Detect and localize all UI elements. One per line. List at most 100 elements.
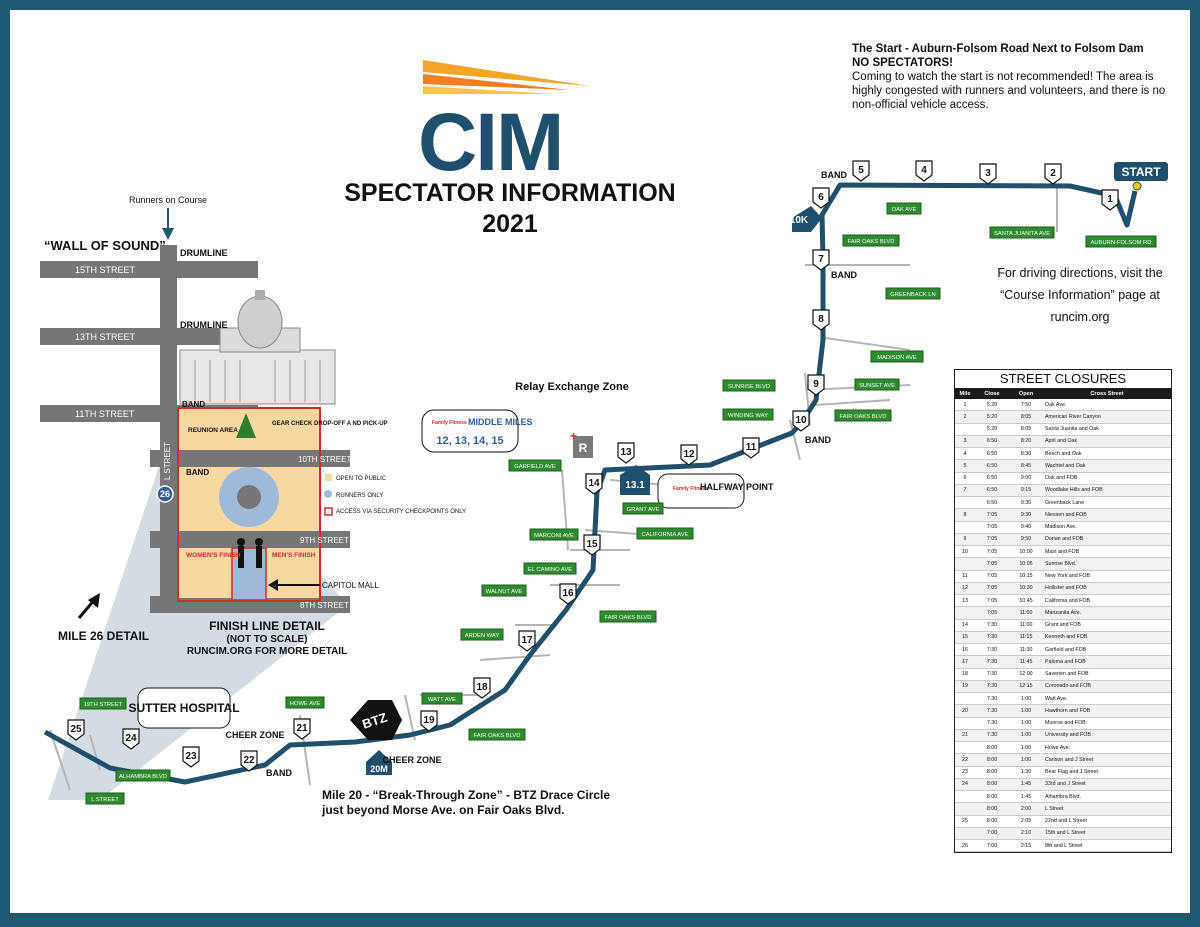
- closure-cell: 12:15: [1009, 680, 1043, 694]
- closure-cell: 1:00: [1009, 741, 1043, 755]
- band-label-4: BAND: [266, 768, 292, 778]
- sutter-label: SUTTER HOSPITAL: [128, 701, 239, 715]
- closure-cell: 10:00: [1009, 545, 1043, 559]
- street-sign-grant: GRANT AVE: [627, 507, 660, 513]
- street-sign-el-camino: EL CAMINO AVE: [528, 567, 572, 573]
- closure-cell: 11:30: [1009, 643, 1043, 657]
- street-sign-sunset: SUNSET AVE: [859, 383, 895, 389]
- street-sign: [722, 379, 776, 392]
- mile-marker-17: 17: [521, 635, 533, 646]
- street-sign: [854, 378, 900, 391]
- closure-cell: 10:15: [1009, 570, 1043, 583]
- finish-detail-subtitle: (NOT TO SCALE): [227, 634, 308, 645]
- closure-cell: 12:00: [1009, 668, 1043, 681]
- legend-runners-label: RUNNERS ONLY: [336, 493, 383, 499]
- mile-marker-badge: [812, 309, 830, 331]
- closure-cell: Grant and FOB: [1043, 619, 1171, 632]
- mile-marker-15: 15: [586, 539, 598, 550]
- street-15-label: 15TH STREET: [75, 265, 136, 275]
- mile-marker-badge: [240, 750, 258, 772]
- closure-cell: 5: [955, 459, 975, 473]
- street-sign-auburn: AUBURN-FOLSOM RD: [1091, 240, 1152, 246]
- closure-cell: Madison Ave.: [1043, 521, 1171, 534]
- mile-marker-7: 7: [818, 254, 824, 265]
- street-sign: [622, 502, 664, 515]
- street-sign-madison: MADISON AVE: [877, 355, 917, 361]
- closure-cell: 10:45: [1009, 594, 1043, 608]
- closure-cell: 11:00: [1009, 606, 1043, 620]
- mile-marker-badge: [420, 710, 438, 732]
- mile-marker-badge: [182, 746, 200, 768]
- mile-marker-9: 9: [813, 379, 819, 390]
- start-info-heading: The Start - Auburn-Folsom Road Next to F…: [852, 43, 1144, 55]
- closure-cell: 2: [955, 410, 975, 424]
- drumline-2-label: DRUMLINE: [180, 320, 228, 330]
- mile-marker-10: 10: [795, 415, 807, 426]
- mile-marker-19: 19: [423, 715, 435, 726]
- street-sign: [79, 697, 127, 710]
- start-info: The Start - Auburn-Folsom Road Next to F…: [852, 42, 1172, 112]
- mile-marker-badge: [792, 410, 810, 432]
- street-sign: [85, 792, 125, 805]
- closure-cell: [955, 790, 975, 804]
- closure-cell: 8:05: [1009, 423, 1043, 436]
- finish-detail-more: RUNCIM.ORG FOR MORE DETAIL: [187, 646, 347, 657]
- street-closures-title: STREET CLOSURES: [955, 370, 1171, 389]
- closure-cell: 7:30: [975, 631, 1009, 645]
- closure-cell: Kenneth and FOB: [1043, 631, 1171, 645]
- closure-cell: 4: [955, 447, 975, 461]
- band-label-finish-1: BAND: [182, 400, 205, 409]
- cim-logo: CIM: [418, 60, 590, 188]
- mile-marker-26-badge: [156, 485, 174, 503]
- street-sign-nineteenth: 19TH STREET: [84, 702, 123, 708]
- mile-marker-23: 23: [185, 751, 197, 762]
- closure-cell: 11: [955, 570, 975, 583]
- street-sign-fair-oaks-4: FAIR OAKS BLVD: [474, 733, 521, 739]
- closure-cell: 1:30: [1009, 766, 1043, 779]
- closure-cell: 1:45: [1009, 778, 1043, 792]
- closure-cell: Bear Flag and J Street: [1043, 766, 1171, 779]
- closure-cell: Howe Ave.: [1043, 741, 1171, 755]
- tree-icon: [236, 413, 256, 438]
- closure-cell: 6:50: [975, 484, 1009, 498]
- halfway-badge: [620, 465, 650, 495]
- closure-cell: 1:00: [1009, 692, 1043, 706]
- mile-marker-6: 6: [818, 192, 824, 203]
- twenty-label: 20M: [370, 764, 388, 774]
- legend-open-label: OPEN TO PUBLIC: [336, 476, 387, 482]
- closure-cell: Woodlake Hills and FOB: [1043, 484, 1171, 498]
- mile-marker-badge: [979, 163, 997, 185]
- street-sign-marconi: MARCONI AVE: [534, 533, 574, 539]
- mile-marker-22: 22: [243, 755, 255, 766]
- closure-cell: 6:50: [975, 447, 1009, 461]
- closure-cell: Niessen and FOB: [1043, 508, 1171, 522]
- closure-cell: 8th and L Street: [1043, 839, 1171, 853]
- closure-cell: Greenback Lane: [1043, 496, 1171, 510]
- closure-cell: 10:30: [1009, 582, 1043, 596]
- closure-cell: 22nd and L Street: [1043, 815, 1171, 828]
- street-sign-arden: ARDEN WAY: [465, 633, 500, 639]
- closure-cell: California and FOB: [1043, 594, 1171, 608]
- runners-arrow-icon: [162, 228, 174, 240]
- street-sign: [421, 692, 463, 705]
- closure-cell: 7:00: [975, 827, 1009, 841]
- closure-cell: Sunrise Blvd.: [1043, 557, 1171, 571]
- closure-cell: 7:05: [975, 606, 1009, 620]
- mile-marker-8: 8: [818, 314, 824, 325]
